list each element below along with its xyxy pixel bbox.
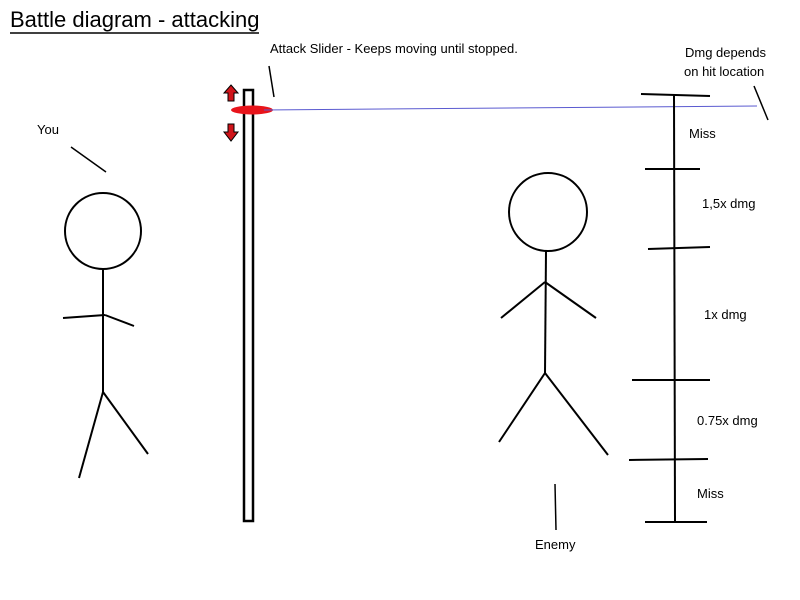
arrow-up-icon <box>222 84 240 102</box>
slider-annotation-pointer <box>268 65 275 98</box>
zone-label-miss-top: Miss <box>689 126 716 141</box>
player-head <box>64 192 142 270</box>
enemy-arm-left <box>500 281 546 319</box>
enemy-figure <box>498 172 609 456</box>
damage-note-pointer <box>753 85 769 121</box>
enemy-arm-right <box>544 281 597 319</box>
zone-label-1-5x: 1,5x dmg <box>702 196 755 211</box>
player-figure <box>62 192 149 479</box>
player-pointer-line <box>70 146 107 173</box>
damage-note-line1: Dmg depends <box>685 45 766 60</box>
damage-note-line2: on hit location <box>684 64 764 79</box>
zone-label-miss-bottom: Miss <box>697 486 724 501</box>
damage-scale-tick <box>647 246 711 250</box>
player-leg-right <box>102 391 149 455</box>
arrow-down-icon <box>222 123 240 142</box>
enemy-head <box>508 172 588 252</box>
damage-scale <box>628 93 711 523</box>
zone-label-1x: 1x dmg <box>704 307 747 322</box>
enemy-leg-left <box>498 372 546 443</box>
damage-scale-tick <box>628 458 709 461</box>
attack-slider-marker[interactable] <box>231 105 273 115</box>
player-label: You <box>37 122 59 137</box>
attack-slider-track[interactable] <box>242 88 255 523</box>
player-arm-left <box>62 314 106 319</box>
enemy-leg-right <box>544 372 609 456</box>
enemy-pointer-line <box>554 483 557 531</box>
slider-guide-line <box>263 105 758 111</box>
damage-scale-spine <box>673 93 676 523</box>
damage-scale-tick <box>640 93 711 97</box>
zone-label-0-75x: 0.75x dmg <box>697 413 758 428</box>
player-arm-right <box>104 314 135 327</box>
player-leg-left <box>78 391 104 479</box>
slider-annotation: Attack Slider - Keeps moving until stopp… <box>270 41 518 56</box>
enemy-label: Enemy <box>535 537 576 552</box>
enemy-body <box>544 250 547 374</box>
diagram-title: Battle diagram - attacking <box>10 7 259 32</box>
